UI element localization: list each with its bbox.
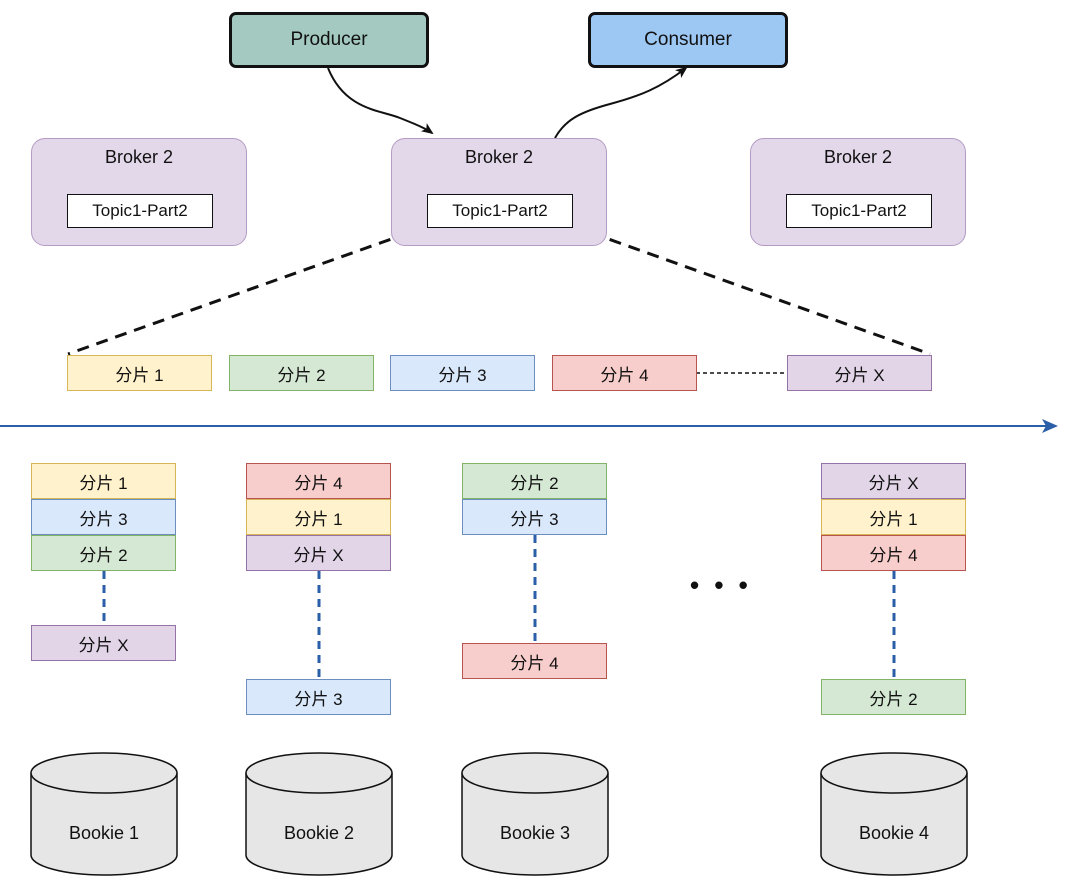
- bookie-4-segment: 分片 4: [821, 535, 966, 571]
- broker-left: Broker 2 Topic1-Part2: [31, 138, 247, 246]
- bookie-2-cylinder: [245, 752, 393, 876]
- segment-1: 分片 1: [67, 355, 212, 391]
- bookie-1-cylinder: [30, 752, 178, 876]
- bookie-2-segment: 分片 4: [246, 463, 391, 499]
- bookie-3-last-segment: 分片 4: [462, 643, 607, 679]
- bookie-2-label: Bookie 2: [283, 823, 355, 843]
- bookie-4-cylinder: [820, 752, 968, 876]
- broker-title: Broker 2: [823, 147, 893, 167]
- bookie-1-label: Bookie 1: [68, 823, 140, 843]
- bookie-3-segment: 分片 3: [462, 499, 607, 535]
- segment-x: 分片 X: [787, 355, 932, 391]
- segment-2: 分片 2: [229, 355, 374, 391]
- producer-node: Producer: [229, 12, 429, 68]
- more-bookies-ellipsis: • • •: [690, 570, 752, 600]
- bookie-2-segment: 分片 X: [246, 535, 391, 571]
- bookie-4-last-segment: 分片 2: [821, 679, 966, 715]
- bookie-3-segment: 分片 2: [462, 463, 607, 499]
- topic-partition: Topic1-Part2: [67, 194, 213, 228]
- bookie-3-cylinder: [461, 752, 609, 876]
- bookie-2-segment: 分片 1: [246, 499, 391, 535]
- broker-right: Broker 2 Topic1-Part2: [750, 138, 966, 246]
- broker-center: Broker 2 Topic1-Part2: [391, 138, 607, 246]
- bookie-4-segment: 分片 X: [821, 463, 966, 499]
- bookie-2-last-segment: 分片 3: [246, 679, 391, 715]
- bookie-1-segment: 分片 2: [31, 535, 176, 571]
- segment-4: 分片 4: [552, 355, 697, 391]
- bookie-4-label: Bookie 4: [858, 823, 930, 843]
- producer-to-broker-arrow: [327, 67, 434, 135]
- bookie-1-segment: 分片 1: [31, 463, 176, 499]
- broker-title: Broker 2: [464, 147, 534, 167]
- bookie-1-last-segment: 分片 X: [31, 625, 176, 661]
- bookie-3-label: Bookie 3: [499, 823, 571, 843]
- bookie-1-segment: 分片 3: [31, 499, 176, 535]
- topic-partition: Topic1-Part2: [427, 194, 573, 228]
- zoom-line-right: [571, 224, 931, 356]
- topic-partition: Topic1-Part2: [786, 194, 932, 228]
- consumer-node: Consumer: [588, 12, 788, 68]
- zoom-line-left: [67, 224, 429, 356]
- segment-3: 分片 3: [390, 355, 535, 391]
- broker-title: Broker 2: [104, 147, 174, 167]
- bookie-4-segment: 分片 1: [821, 499, 966, 535]
- broker-to-consumer-arrow: [554, 66, 688, 139]
